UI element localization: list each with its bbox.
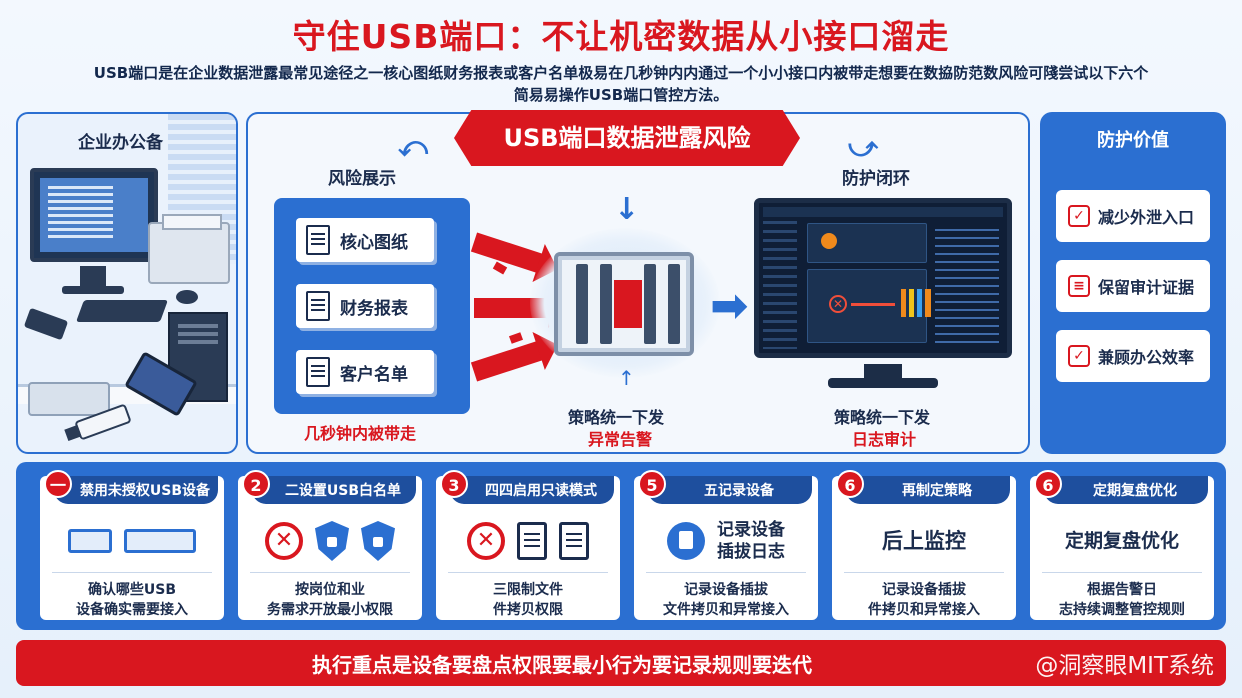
shard-icon [508,332,524,344]
shard-icon [492,261,508,275]
shield-lock-icon [315,521,349,561]
office-panel-title: 企业办公备 [78,133,163,153]
step-title: 6 定期复盘优化 [1034,470,1208,504]
right-arrow-icon: ➡ [710,278,749,332]
value-item: ≡ 保留审计证据 [1056,260,1210,312]
usb-port-icon [68,529,112,553]
office-illustration-panel: 企业办公备 [16,112,238,454]
desktop-monitor-icon [30,168,158,262]
bar-chart-icon [901,289,931,317]
value-item-label: 兼顾办公效率 [1098,348,1195,367]
step-title: 3 四四启用只读模式 [440,470,614,504]
audit-icon: ≡ [1068,275,1090,297]
risk-item-label: 财务报表 [340,298,408,319]
step-title: 2 二设置USB白名单 [242,470,416,504]
step-description: 三限制文件件拷贝权限 [493,582,563,618]
block-icon: ✕ [829,295,847,313]
value-panel-title: 防护价值 [1097,130,1169,151]
mouse-icon [176,290,198,304]
step-card: 3 四四启用只读模式 ✕ 三限制文件件拷贝权限 [436,470,620,620]
step-number: 一 [44,470,72,498]
printer-icon [148,214,230,284]
step-number: 2 [242,470,270,498]
risk-footer-text: 几秒钟内被带走 [304,424,417,443]
value-item: ✓ 减少外泄入口 [1056,190,1210,242]
step-card: 6 再制定策略 后上监控 记录设备插拔件拷贝和异常接入 [832,470,1016,620]
alert-icon [821,233,837,249]
block-icon: ✕ [467,522,505,560]
step-highlight: 后上监控 [882,529,966,553]
step-title: 6 再制定策略 [836,470,1010,504]
step-title: 5 五记录设备 [638,470,812,504]
step-description: 记录设备插拔文件拷贝和异常接入 [663,582,789,618]
step-card: 2 二设置USB白名单 ✕ 按岗位和业务需求开放最小权限 [238,470,422,620]
protection-loop-label: 防护闭环 [842,169,910,189]
docking-station-icon [28,382,110,416]
usb-risk-panel: USB端口数据泄露风险 ⤺ ⤻ 风险展示 防护闭环 核心图纸 财务报表 客户名单… [246,110,1030,454]
value-item-label: 减少外泄入口 [1098,208,1195,227]
risk-item-label: 客户名单 [340,364,408,385]
footer-key-point: 执行重点是设备要盘点权限要最小行为要记录规则要迭代 [312,653,812,677]
step-card: 6 定期复盘优化 定期复盘优化 根据告警日志持续调整管控规则 [1030,470,1214,620]
risk-item-label: 核心图纸 [340,232,408,253]
gate-caption-alert: 异常告警 [588,430,653,449]
document-icon [306,225,330,255]
curved-arrow-icon: ⤻ [848,130,878,163]
step-number: 6 [1034,470,1062,498]
footer-bar: 执行重点是设备要盘点权限要最小行为要记录规则要迭代 @洞察眼MIT系统 [16,640,1226,686]
risk-item-card: 财务报表 [296,284,434,328]
shield-lock-icon [361,521,395,561]
down-arrow-icon: ↓ [614,192,640,227]
value-item-label: 保留审计证据 [1098,278,1195,297]
risk-display-label: 风险展示 [328,169,396,189]
step-title: 一 禁用未授权USB设备 [44,470,218,504]
up-arrow-icon: ↑ [618,366,635,390]
step-description: 记录设备插拔件拷贝和异常接入 [868,582,980,618]
leak-arrow-icon [470,340,544,382]
step-number: 6 [836,470,864,498]
usb-device-icon [124,529,196,553]
step-number: 3 [440,470,468,498]
phone-icon [23,307,69,341]
document-icon [306,357,330,387]
monitor-base [828,378,938,388]
curved-arrow-icon: ⤺ [398,130,428,163]
value-item: ✓ 兼顾办公效率 [1056,330,1210,382]
page-title: 守住USB端口：不让机密数据从小接口溜走 [292,17,950,56]
document-icon [306,291,330,321]
shield-check-icon: ✓ [1068,345,1090,367]
monitor-caption-audit: 日志审计 [852,430,917,449]
monitor-base [62,286,124,294]
document-settings-icon [559,522,589,560]
watermark: @洞察眼MIT系统 [1035,653,1214,679]
step-description: 根据告警日志持续调整管控规则 [1059,582,1185,618]
document-icon [517,522,547,560]
keyboard-icon [75,300,169,322]
step-number: 5 [638,470,666,498]
monitor-caption-policy: 策略统一下发 [834,408,931,427]
page-subtitle: USB端口是在企业数据泄露最常见途径之一核心图纸财务报表或客户名单极易在几秒钟内… [93,64,1149,104]
log-icon [667,522,705,560]
gate-caption-policy: 策略统一下发 [568,408,665,427]
dashboard-monitor-icon: ✕ [754,198,1012,358]
checkbox-icon: ✓ [1068,205,1090,227]
step-highlight: 记录设备插拔日志 [717,520,785,562]
block-icon: ✕ [265,522,303,560]
step-card: 5 五记录设备 记录设备插拔日志 记录设备插拔文件拷贝和异常接入 [634,470,818,620]
risk-item-card: 客户名单 [296,350,434,394]
usb-gate-icon [554,252,694,356]
monitor-stand [864,364,902,380]
risk-item-card: 核心图纸 [296,218,434,262]
risk-banner: USB端口数据泄露风险 [454,110,800,166]
step-description: 按岗位和业务需求开放最小权限 [267,582,393,618]
protection-value-panel: 防护价值 ✓ 减少外泄入口 ≡ 保留审计证据 ✓ 兼顾办公效率 [1040,112,1226,454]
risk-items-box: 核心图纸 财务报表 客户名单 [274,198,470,414]
step-highlight: 定期复盘优化 [1064,530,1179,552]
monitor-stand [80,266,106,288]
